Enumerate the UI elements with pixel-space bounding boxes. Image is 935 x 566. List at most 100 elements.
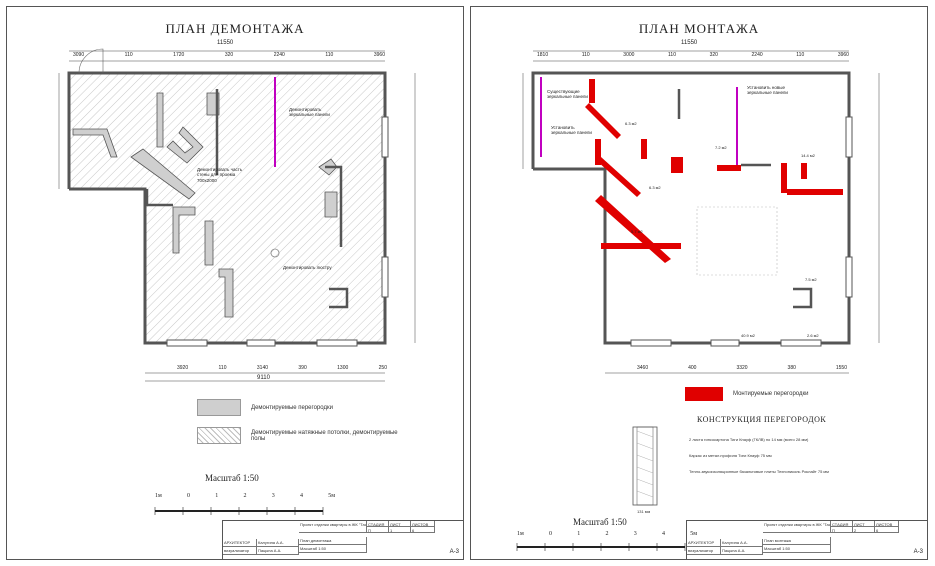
dim-label: 1550 <box>835 365 847 371</box>
title-block: Проект отделки квартиры в ЖК "Тасс" СТАД… <box>686 520 927 559</box>
title-block: Проект отделки квартиры в ЖК "Тасс" СТАД… <box>222 520 463 559</box>
outer-walls <box>67 71 387 345</box>
dims-top-row: 1810 110 3000 110 320 2240 110 3960 <box>537 52 849 58</box>
construction-line: Тепло-звукоизоляционные базальтовые плит… <box>689 469 829 474</box>
construction-line: Каркас из метал.профиля Тиги Кнауф 75 мм <box>689 453 772 458</box>
area-label: 6.3 м2 <box>649 185 661 190</box>
dim-label: 400 <box>688 365 697 371</box>
stamp-lists: 6 <box>875 527 899 533</box>
note-install-mirror: Установить зеркальные панели <box>551 125 592 136</box>
stamp-sheet-name: План монтажа <box>763 537 831 545</box>
stamp-sheet-name: План демонтажа <box>299 537 367 545</box>
dim-label: 3960 <box>837 52 849 58</box>
area-label: 5.7 м2 <box>631 229 643 234</box>
dim-label: 3920 <box>177 365 189 371</box>
scale-label: 1 <box>215 493 219 499</box>
dim-label: 250 <box>378 365 387 371</box>
legend-label: Демонтируемые натяжные потолки, демонтир… <box>251 429 398 442</box>
door-arc <box>78 48 104 74</box>
scale-label: 5м <box>328 493 335 499</box>
legend-label: Монтируемые перегородки <box>733 391 809 397</box>
partition-section-detail <box>632 426 658 506</box>
stamp-name1: Калугина А.А. <box>721 539 763 547</box>
scale-labels: 1м 0 1 2 3 4 5м <box>155 493 335 499</box>
dims-bottom-row: 3920 110 3140 390 1300 250 <box>177 365 387 371</box>
legend-demolished-partitions: Демонтируемые перегородки <box>197 399 333 416</box>
legend-label: Демонтируемые перегородки <box>251 404 333 411</box>
legend-swatch-hatch <box>197 427 241 444</box>
stamp-project: Проект отделки квартиры в ЖК "Тасс" <box>763 521 831 533</box>
area-label: 7.5 м2 <box>805 277 817 282</box>
stamp-role2: визуализатор <box>687 547 721 555</box>
dim-label: 110 <box>124 52 133 58</box>
stamp-scale: Масштаб 1:50 <box>763 545 831 553</box>
dim-label: 390 <box>298 365 307 371</box>
construction-line: 2 листа гипсокартона Тиги Кнауф (ГКЛВ) п… <box>689 437 809 442</box>
scale-label: 1м <box>155 493 162 499</box>
dims-top-row: 3090 110 1720 320 2240 110 3960 <box>73 52 385 58</box>
scale-label: 4 <box>299 493 303 499</box>
dim-label: 320 <box>709 52 718 58</box>
legend-mounted-partitions: Монтируемые перегородки <box>685 387 808 401</box>
scale-bar <box>516 543 686 551</box>
inner-walls <box>145 89 349 309</box>
note-new-mirror: Установить новые зеркальные панели <box>747 85 788 96</box>
legend-demolished-ceilings: Демонтируемые натяжные потолки, демонтир… <box>197 427 417 444</box>
chandelier-icon <box>270 248 280 258</box>
scale-label: 1 <box>577 531 581 537</box>
stamp-list: 1 <box>389 527 411 533</box>
dim-label: 2240 <box>751 52 763 58</box>
note-mirror: Демонтировать зеркальные панели <box>289 107 330 118</box>
stamp-name1: Калугина А.А. <box>257 539 299 547</box>
sheet-code: А-3 <box>449 549 459 555</box>
demolition-plan-sheet: ПЛАН ДЕМОНТАЖА <box>6 6 464 560</box>
dim-label: 110 <box>325 52 334 58</box>
stamp-lists: 6 <box>411 527 435 533</box>
scale-label: 3 <box>271 493 275 499</box>
stamp-name2: Пацына А.А. <box>257 547 299 555</box>
area-label: 2.6 м2 <box>807 333 819 338</box>
stamp-role2: визуализатор <box>223 547 257 555</box>
stamp-stage-header: СТАДИЯ <box>831 521 853 527</box>
dim-label: 110 <box>668 52 676 58</box>
dim-label: 2240 <box>273 52 285 58</box>
total-width-bottom: 9110 <box>257 375 270 381</box>
mounted-partitions <box>585 79 843 263</box>
scale-label: 2 <box>605 531 609 537</box>
area-label: 7.2 м2 <box>715 145 727 150</box>
total-width-top: 11550 <box>217 40 234 46</box>
stamp-lists-header: ЛИСТОВ <box>411 521 435 527</box>
note-wall: Демонтировать часть стены для проема 700… <box>197 167 243 183</box>
stamp-stage: П <box>831 527 853 533</box>
construction-title: КОНСТРУКЦИЯ ПЕРЕГОРОДОК <box>697 415 827 424</box>
stamp-stage: П <box>367 527 389 533</box>
stamp-list-header: ЛИСТ <box>853 521 875 527</box>
dim-label: 1300 <box>337 365 349 371</box>
installation-plan-sheet: ПЛАН МОНТАЖА <box>470 6 928 560</box>
note-chandelier: Демонтировать люстру <box>283 265 332 270</box>
scale-label: 0 <box>187 493 191 499</box>
scale-label: 1м <box>517 531 524 537</box>
area-label: 6.3 м2 <box>625 121 637 126</box>
construction-dim: 131 мм <box>637 509 651 514</box>
area-label: 40.9 м2 <box>741 333 755 338</box>
outer-walls <box>531 71 851 345</box>
stamp-list: 2 <box>853 527 875 533</box>
scale-labels: 1м 0 1 2 3 4 5м <box>517 531 697 537</box>
dim-label: 110 <box>796 52 805 58</box>
demolition-plan-drawing <box>58 48 416 382</box>
dimension-lines <box>58 50 416 382</box>
scale-title: Масштаб 1:50 <box>573 517 627 527</box>
note-existing-mirror: Существующие зеркальные панели <box>547 89 588 100</box>
dimension-lines <box>522 50 880 374</box>
stamp-list-header: ЛИСТ <box>389 521 411 527</box>
dims-bottom-row: 3460 400 3320 380 1550 <box>637 365 847 371</box>
scale-label: 2 <box>243 493 247 499</box>
scale-label: 3 <box>633 531 637 537</box>
installation-plan-drawing <box>522 50 880 506</box>
dim-label: 3320 <box>736 365 748 371</box>
floor-hatch <box>69 73 385 343</box>
windows <box>166 116 389 347</box>
sheet-title: ПЛАН МОНТАЖА <box>638 21 760 36</box>
stamp-stage-header: СТАДИЯ <box>367 521 389 527</box>
